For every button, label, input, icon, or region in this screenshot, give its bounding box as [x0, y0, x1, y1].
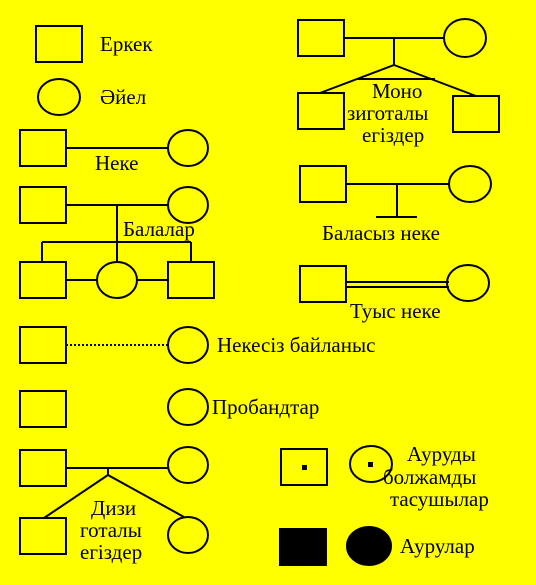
probands-label: Пробандтар — [212, 395, 319, 419]
male-square-symbol — [35, 25, 83, 63]
unmarried-relation-label: Некесіз байланыс — [217, 333, 375, 357]
carriers-label-line1: Ауруды — [407, 442, 476, 466]
dizygotic-twins-label-line1: Дизи — [91, 496, 136, 520]
dizygotic-twins-label-line3: егіздер — [80, 540, 142, 564]
children-label: Балалар — [123, 217, 195, 241]
affected-label: Аурулар — [400, 534, 475, 558]
female-circle-symbol — [37, 78, 81, 116]
consanguineous-marriage-label: Туыс неке — [350, 299, 441, 323]
consanguineous-marriage-symbol — [299, 264, 490, 303]
carriers-label-line2: болжамды — [383, 465, 476, 489]
affected-symbol — [279, 526, 392, 566]
marriage-label: Неке — [95, 151, 139, 175]
male-label: Еркек — [100, 32, 153, 56]
childless-marriage-symbol — [299, 165, 492, 218]
monozygotic-twins-label-line2: зиготалы — [347, 101, 428, 125]
monozygotic-twins-symbol — [297, 18, 500, 133]
dizygotic-twins-label-line2: готалы — [80, 518, 142, 542]
marriage-symbol — [19, 129, 209, 167]
monozygotic-twins-label-line3: егіздер — [362, 123, 424, 147]
dizygotic-twins-symbol — [19, 446, 209, 555]
monozygotic-twins-label-line1: Моно — [372, 79, 422, 103]
carriers-label-line3: тасушылар — [390, 487, 489, 511]
female-label: Әйел — [100, 85, 146, 109]
childless-marriage-label: Баласыз неке — [322, 221, 440, 245]
unmarried-relation-symbol — [19, 326, 209, 364]
carriers-symbol — [280, 445, 393, 486]
children-symbol — [19, 186, 215, 299]
probands-symbol — [19, 388, 209, 428]
